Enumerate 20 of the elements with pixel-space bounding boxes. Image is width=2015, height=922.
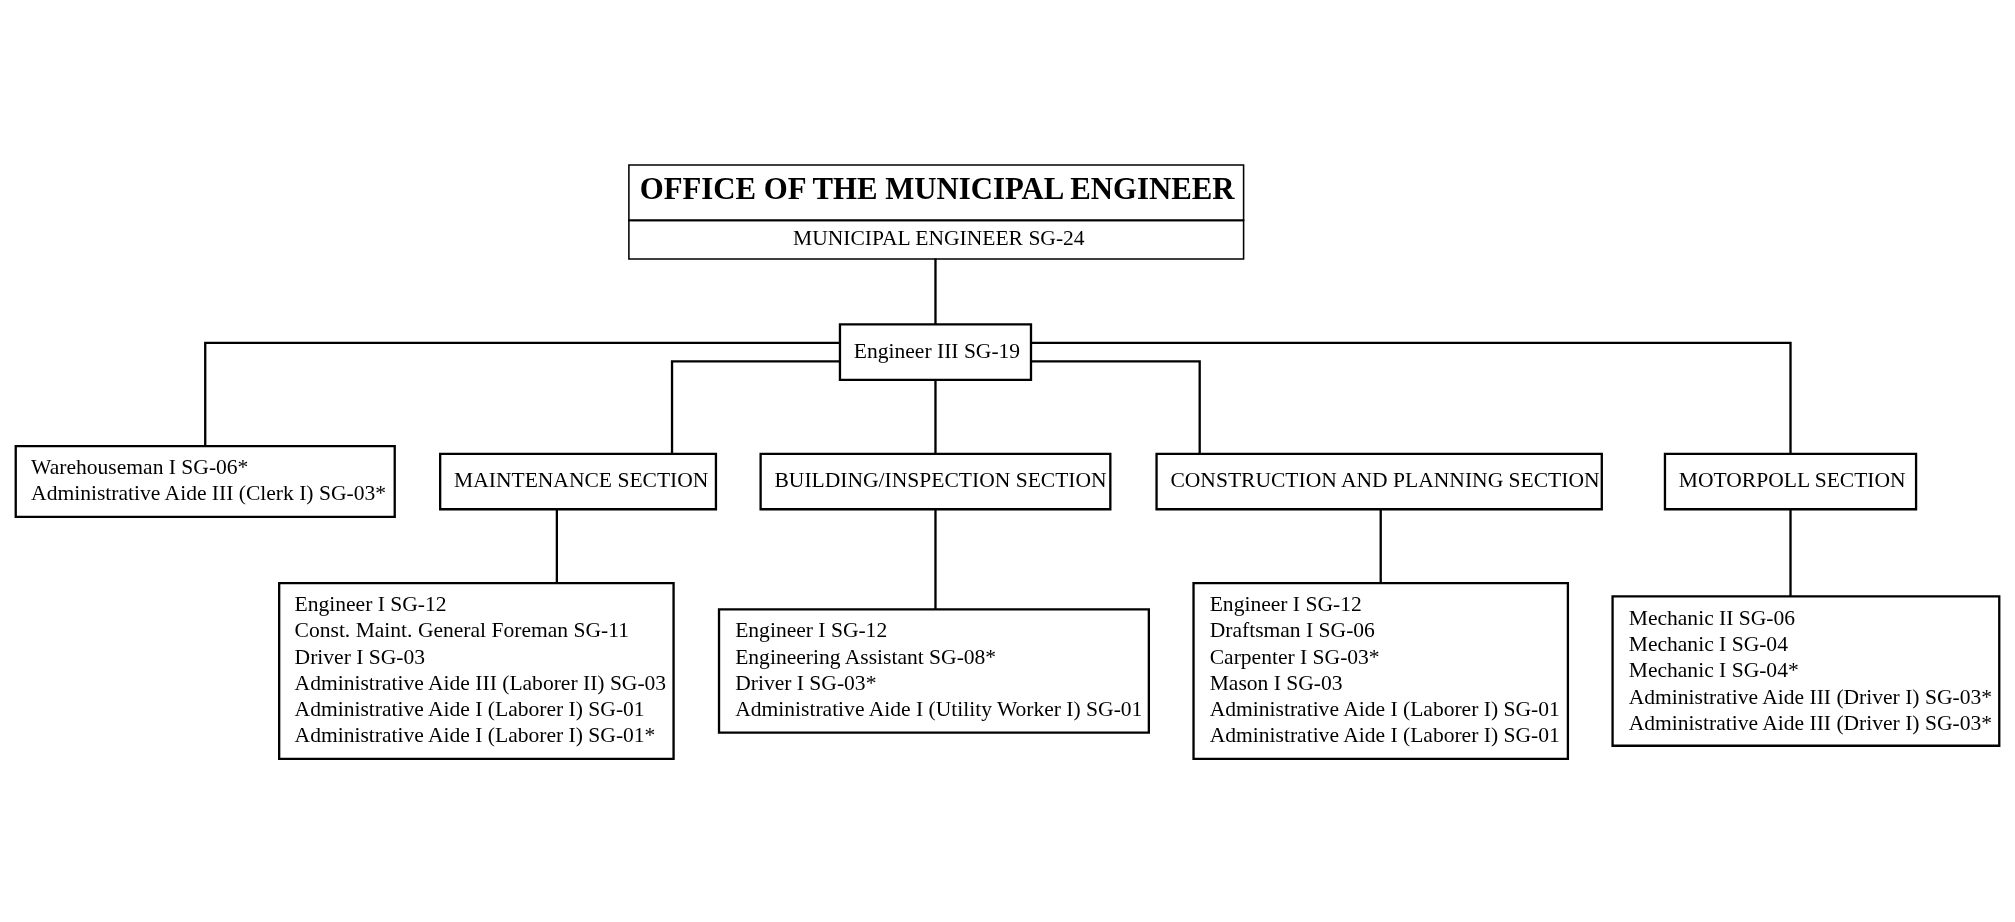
connector xyxy=(934,379,937,453)
node-box: Warehouseman I SG-06* Administrative Aide III (Clerk I) SG-03* xyxy=(14,444,396,518)
connector xyxy=(1789,509,1792,596)
node-box: CONSTRUCTION AND PLANNING SECTION xyxy=(1155,452,1603,510)
node-box: MOTORPOLL SECTION xyxy=(1663,452,1918,510)
connector xyxy=(934,509,937,609)
node-box: Engineer I SG-12 Engineering Assistant SG-08* Driver I SG-03* Administrative Aide I (Utility Worker I) SG-01 xyxy=(717,607,1150,734)
connector xyxy=(1379,509,1382,583)
node-box: Engineer I SG-12 Draftsman I SG-06 Carpenter I SG-03* Mason I SG-03 Administrative Aide I (Laborer I) SG-01 Administrative Aide I (Laborer I) SG-01 xyxy=(1192,581,1570,760)
connector xyxy=(1031,359,1201,454)
node-box: BUILDING/INSPECTION SECTION xyxy=(759,452,1112,510)
connector xyxy=(204,341,840,446)
connector xyxy=(934,258,937,324)
node-box: MAINTENANCE SECTION xyxy=(439,452,718,510)
connector xyxy=(670,359,840,454)
node-box: Mechanic II SG-06 Mechanic I SG-04 Mechanic I SG-04* Administrative Aide III (Driver I) SG-03* Administrative Aide III (Driver I) SG-03* xyxy=(1611,594,2001,747)
node-box: Engineer I SG-12 Const. Maint. General Foreman SG-11 Driver I SG-03 Administrative Aide III (Laborer II) SG-03 Administrative Aide I (Laborer I) SG-01 Administrative Aide I (Laborer I) SG-01* xyxy=(278,581,675,760)
connector xyxy=(555,509,559,583)
node-box: Engineer III SG-19 xyxy=(838,322,1033,381)
connector xyxy=(1031,341,1792,453)
